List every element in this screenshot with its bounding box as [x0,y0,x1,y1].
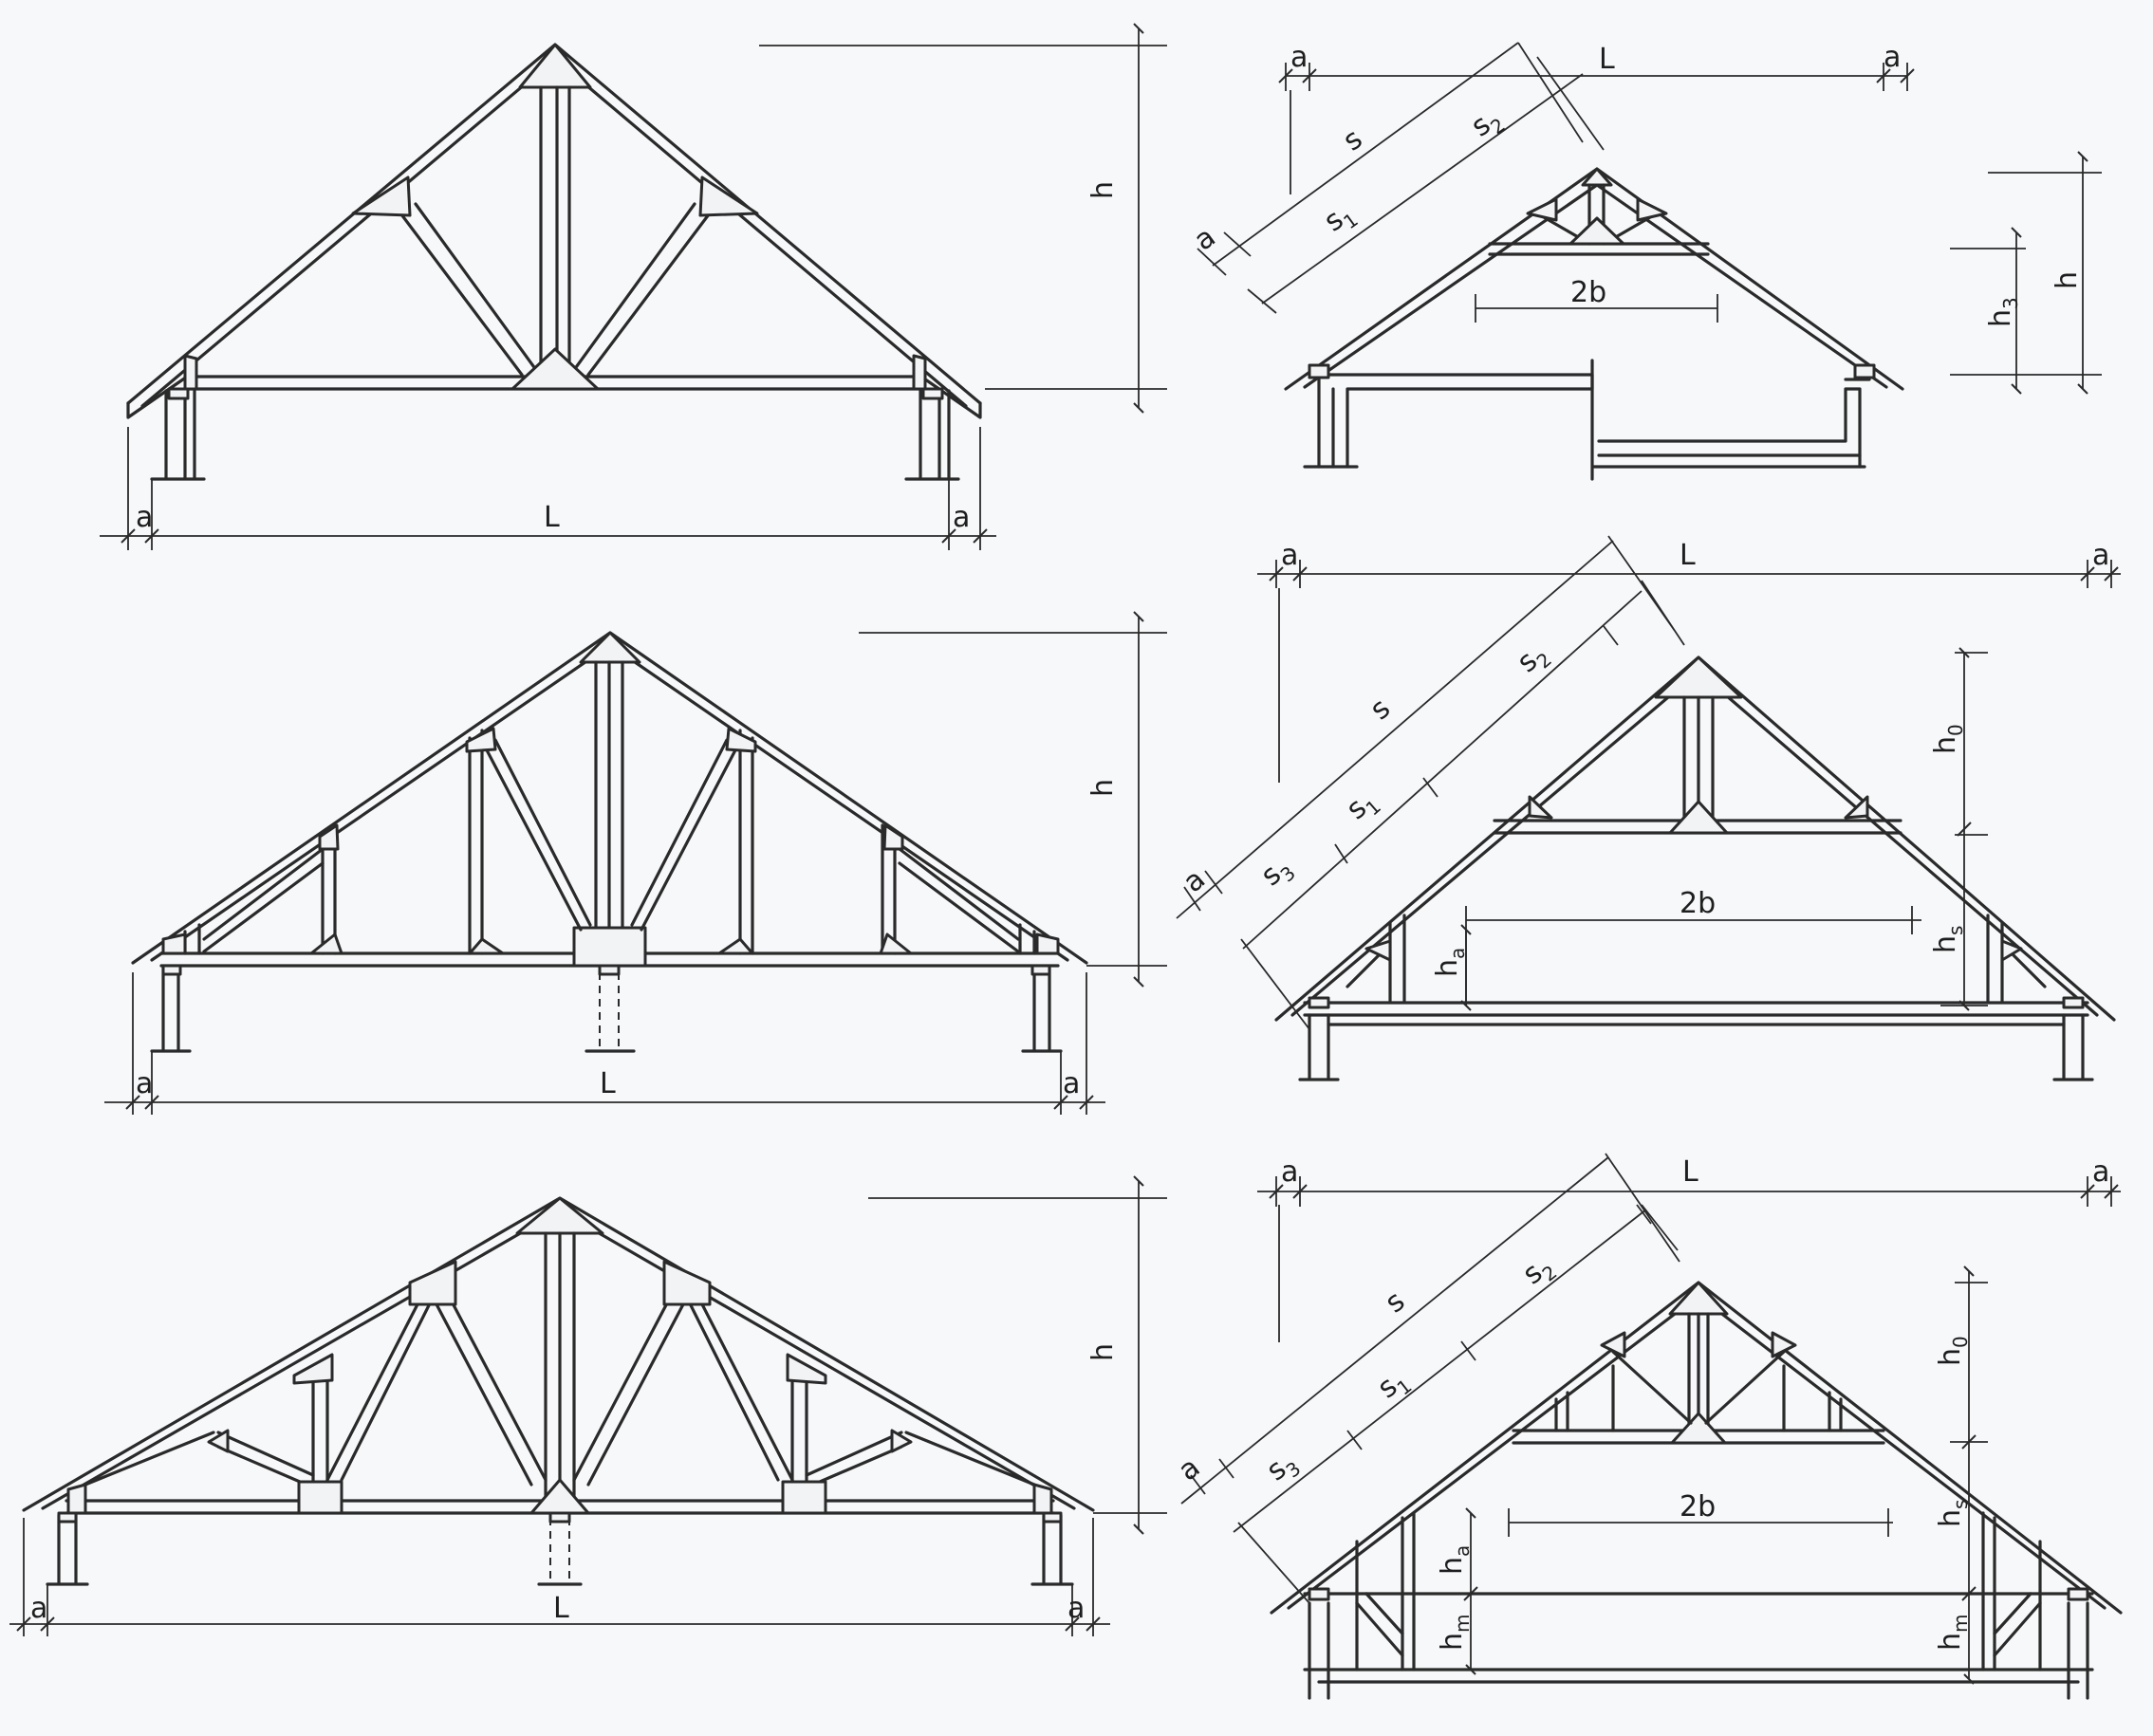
label-truss6-2b: 2b [1680,1490,1716,1524]
truss-4-dimensions [1197,42,2102,395]
svg-text:s1: s1 [1318,195,1362,242]
label-truss5-s3: s3 [1254,850,1300,896]
label-truss4-a-left: a [1290,41,1308,74]
label-truss5-s: s [1364,692,1397,727]
label-truss4-s: s [1337,122,1368,158]
svg-text:s1: s1 [1340,784,1385,830]
label-truss4-a-slope: a [1188,220,1221,257]
svg-text:hm: hm [1436,1615,1474,1652]
label-truss5-2b: 2b [1680,887,1716,920]
label-truss1-L: L [544,501,560,534]
svg-text:ha: ha [1431,948,1469,977]
truss-3-dimensions [9,1175,1167,1636]
svg-text:h0: h0 [1934,1336,1972,1366]
label-truss4-s1: s1 [1318,195,1362,242]
label-truss6-a-right: a [2092,1155,2109,1189]
label-truss5-s1: s1 [1340,784,1385,830]
svg-text:h0: h0 [1929,724,1967,754]
label-truss4-h3: h3 [1984,297,2022,327]
label-truss5-a-slope: a [1177,863,1212,899]
label-truss2-h: h [1086,779,1120,797]
label-truss1-a-right: a [953,501,970,534]
truss-5-dimensions [1176,535,2121,1030]
label-truss3-a-right: a [1067,1592,1085,1625]
truss-2-dimensions [104,611,1167,1115]
svg-text:s2: s2 [1465,101,1509,147]
truss-6-attic [1270,1281,2123,1700]
label-truss4-s2: s2 [1465,101,1509,147]
label-truss6-a-slope: a [1172,1450,1206,1487]
label-truss2-a-right: a [1063,1067,1080,1100]
svg-text:s3: s3 [1254,850,1300,896]
label-truss6-s1: s1 [1371,1362,1416,1409]
label-truss4-2b: 2b [1570,276,1606,309]
label-truss6-hm-left: hm [1436,1615,1474,1652]
label-truss5-s2: s2 [1511,637,1556,683]
label-truss5-a-right: a [2092,539,2109,572]
label-truss6-hm-right: hm [1934,1615,1972,1652]
label-truss6-hs: hs [1934,1500,1972,1527]
truss-3 [22,1196,1095,1586]
label-truss4-a-right: a [1884,41,1901,74]
svg-text:s3: s3 [1260,1445,1305,1491]
label-truss3-a-left: a [30,1592,47,1625]
truss-1-fink [126,43,982,481]
label-truss1-a-left: a [136,501,153,534]
label-truss2-a-left: a [136,1067,153,1100]
svg-text:hs: hs [1929,926,1967,953]
truss-5-attic [1274,656,2116,1081]
label-truss5-a-left: a [1281,539,1298,572]
label-truss6-ha: ha [1436,1545,1474,1575]
label-truss5-hs: hs [1929,926,1967,953]
label-truss2-L: L [600,1067,616,1100]
label-truss3-L: L [553,1592,569,1625]
label-truss5-h0: h0 [1929,724,1967,754]
label-truss4-h: h [2051,271,2084,289]
label-truss6-s: s [1379,1284,1411,1320]
label-truss5-ha: ha [1431,948,1469,977]
svg-text:s2: s2 [1511,637,1556,683]
svg-text:ha: ha [1436,1545,1474,1575]
truss-2 [131,631,1088,1053]
svg-text:h3: h3 [1984,297,2022,327]
label-truss5-L: L [1680,539,1696,572]
label-truss6-a-left: a [1281,1155,1298,1189]
label-truss6-s3: s3 [1260,1445,1305,1491]
label-truss4-L: L [1599,43,1615,76]
label-truss6-s2: s2 [1516,1248,1561,1295]
label-truss1-h: h [1086,181,1120,199]
truss-6-dimensions [1180,1153,2121,1685]
svg-text:hs: hs [1934,1500,1972,1527]
label-truss3-h: h [1086,1343,1120,1361]
label-truss6-L: L [1682,1155,1698,1189]
label-truss6-h0: h0 [1934,1336,1972,1366]
svg-text:s1: s1 [1371,1362,1416,1409]
svg-text:s2: s2 [1516,1248,1561,1295]
truss-4-attic [1284,167,1904,481]
truss-1-dimensions [100,23,1167,550]
svg-text:hm: hm [1934,1615,1972,1652]
